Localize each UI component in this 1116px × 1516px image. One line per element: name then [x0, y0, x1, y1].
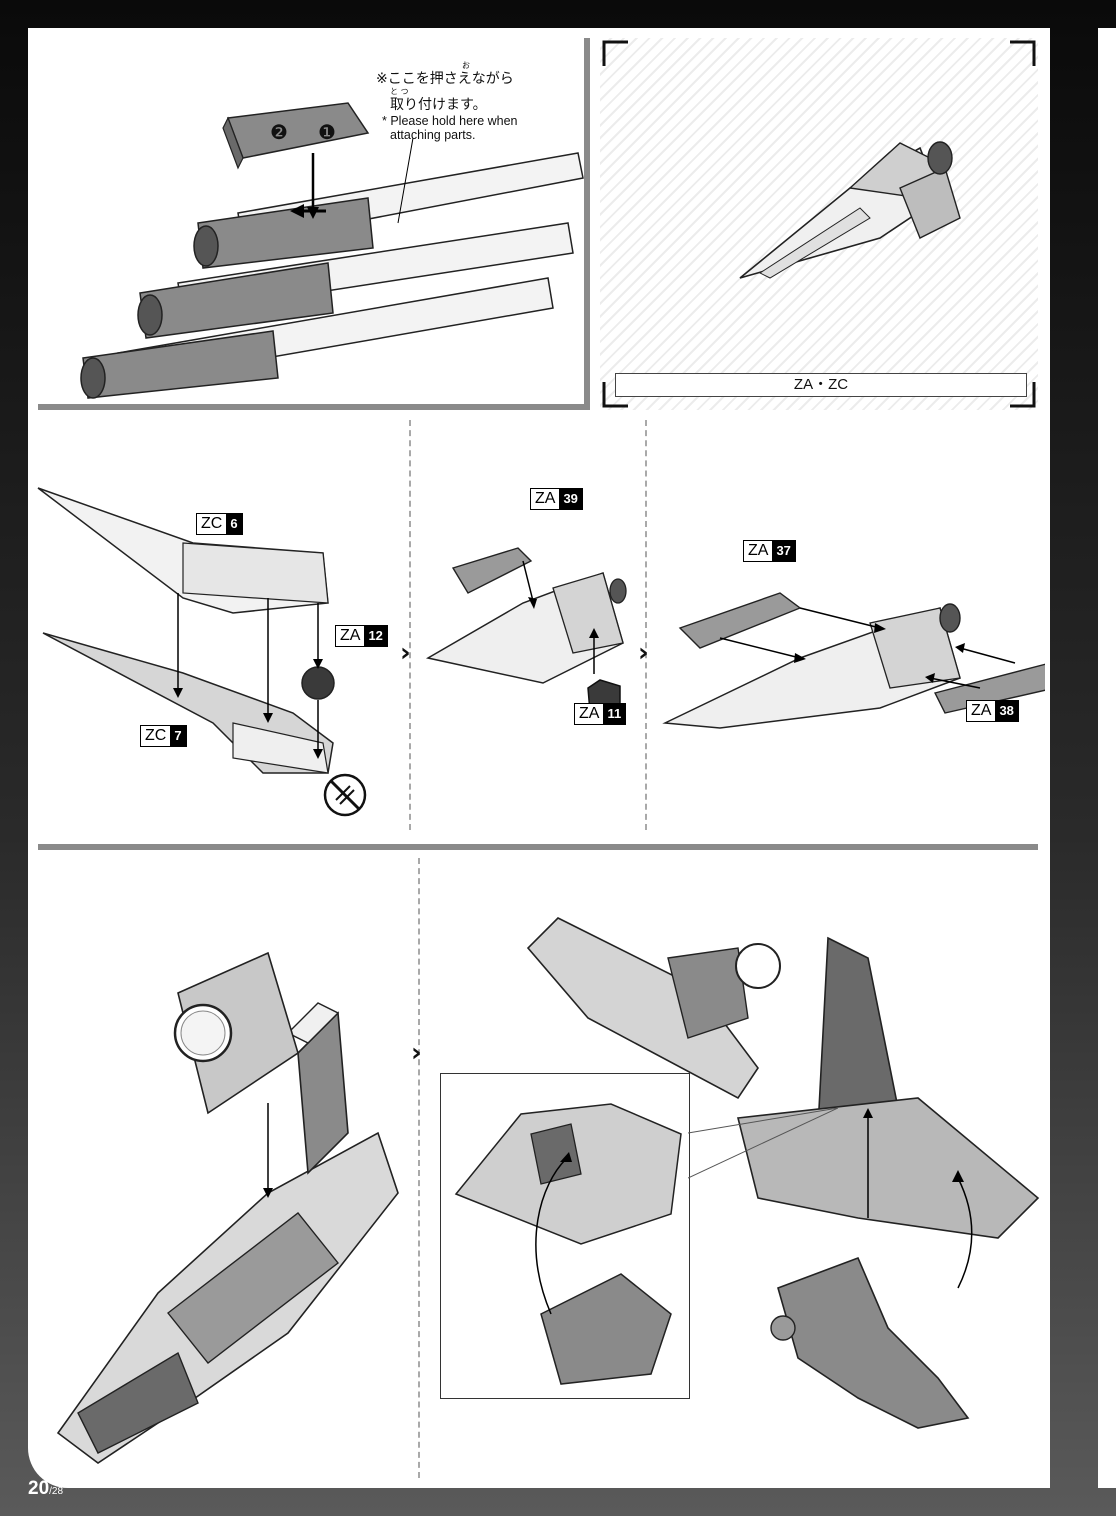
note-en-line1: * Please hold here when — [382, 114, 518, 128]
step-b-illustration — [425, 547, 627, 684]
cannon-barrel — [193, 152, 584, 269]
zoom-detail-illustration — [454, 1103, 682, 1385]
note-jp-line2: 取り付けます。 — [390, 97, 487, 113]
next-page-edge — [1098, 28, 1116, 1488]
next-step-chevron: › — [638, 638, 649, 668]
note-jp-line1: ※ここを押さえながら — [376, 71, 514, 87]
za12-part — [301, 666, 335, 700]
row-divider — [38, 844, 1038, 850]
next-step-chevron: › — [400, 638, 411, 668]
dashed-divider — [418, 858, 420, 1478]
corner-brackets — [602, 40, 1036, 408]
dashed-divider — [645, 420, 647, 830]
zoom-pointer — [688, 1108, 838, 1179]
step-2-marker: ❷ — [270, 122, 288, 144]
instruction-page: ❷ ❶ お ※ここを押さえながら と つ 取り付けます。 * Please ho… — [28, 28, 1050, 1488]
cannon-barrel — [80, 277, 554, 399]
zoom-inset — [440, 1073, 690, 1399]
panel-divider-right — [584, 38, 590, 410]
za37-part — [678, 592, 802, 649]
next-step-chevron: › — [411, 1038, 422, 1068]
za39-part — [451, 547, 533, 594]
up-arrow — [589, 628, 599, 674]
cannon-assembly-illustration — [80, 102, 584, 399]
page-number: 20/28 — [28, 1478, 64, 1499]
combination-illustration — [526, 917, 1040, 1429]
do-not-cut-icon — [323, 773, 367, 817]
hold-here-note: お ※ここを押さえながら と つ 取り付けます。 * Please hold h… — [376, 61, 518, 143]
dashed-divider — [409, 420, 411, 830]
za38-part — [933, 663, 1045, 714]
step-c-illustration — [662, 592, 1045, 729]
ruby-text: お — [462, 61, 470, 70]
completed-fighter-illustration — [739, 141, 961, 279]
runner-caption: ZA・ZC — [615, 373, 1027, 397]
note-en-line2: attaching parts. — [390, 128, 476, 142]
step-a-illustration — [37, 487, 335, 774]
step-1-marker: ❶ — [318, 122, 336, 144]
ruby-text: と つ — [390, 87, 409, 96]
cannon-barrel — [137, 222, 574, 339]
panel-divider-bottom — [38, 404, 586, 410]
mount-assembly-illustration — [56, 951, 399, 1464]
cannon-top-part — [222, 102, 370, 170]
